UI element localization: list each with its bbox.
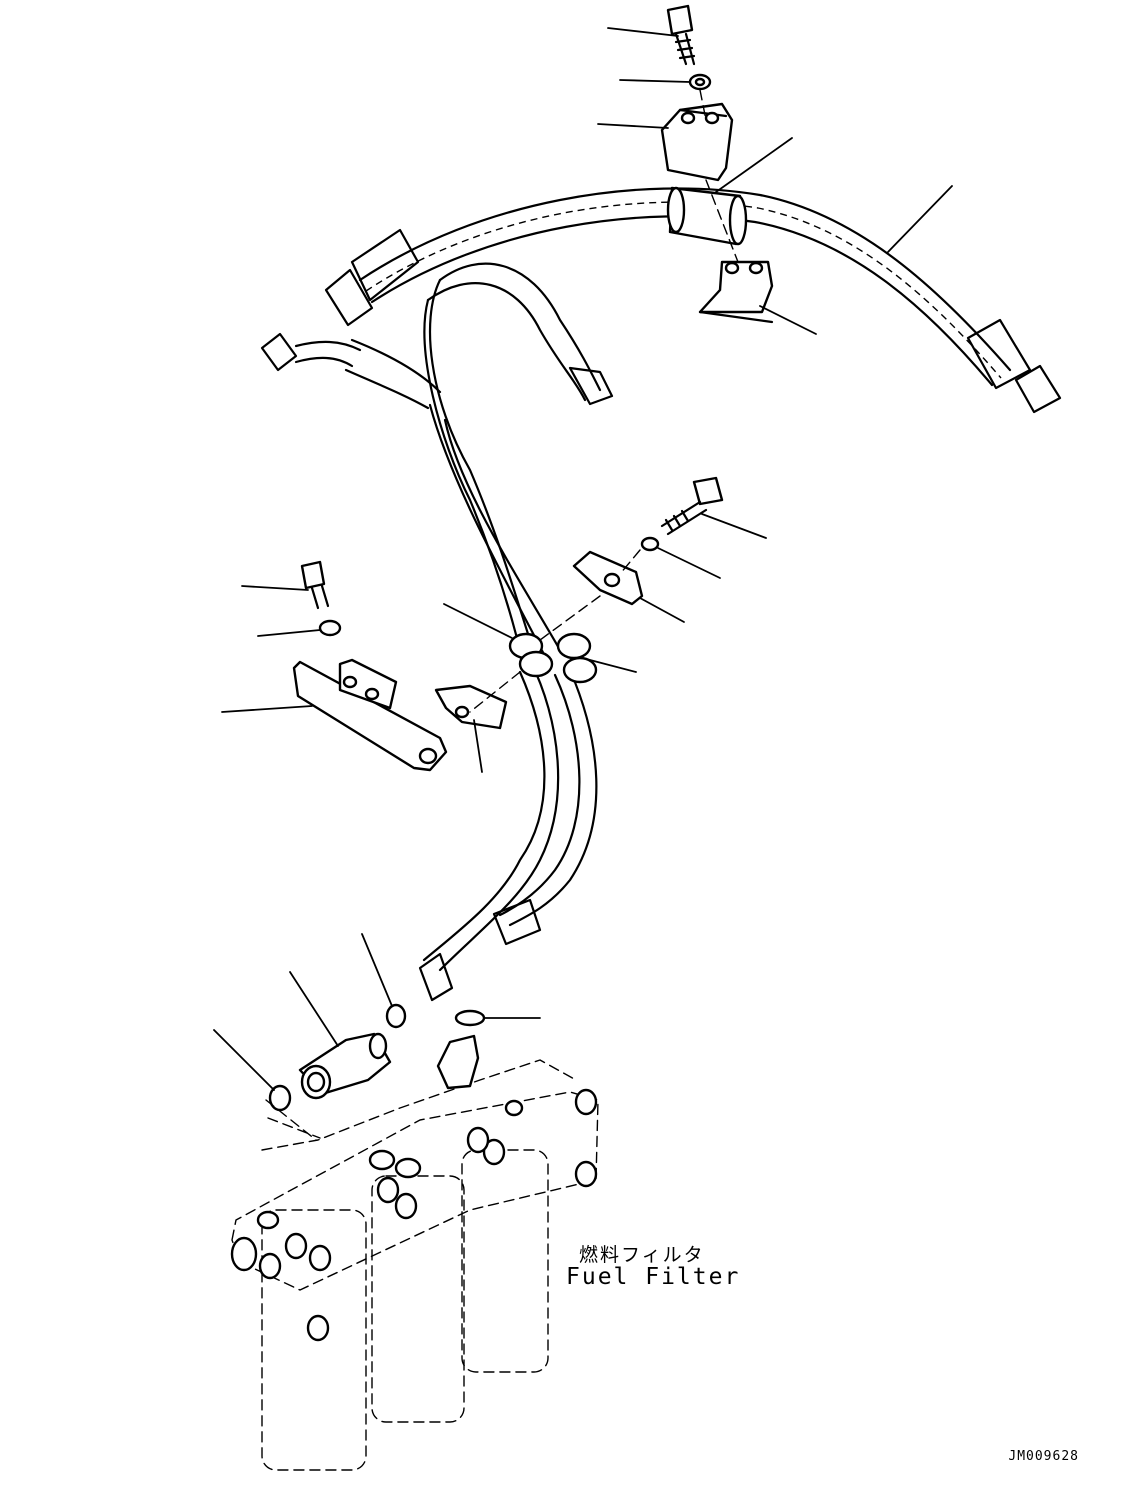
upper-bolt — [666, 4, 696, 66]
o-ring-2 — [385, 1003, 407, 1029]
upper-hose-clamp-sleeve — [666, 186, 748, 246]
fuel-filter-label-en: Fuel Filter — [566, 1264, 741, 1290]
fuel-filter-label-jp: 燃料フィルタ — [579, 1244, 705, 1266]
middle-assembly-centerline — [469, 549, 641, 713]
upper-fuel-hose — [324, 187, 1062, 414]
o-ring-3 — [454, 1009, 486, 1027]
connector-fitting — [298, 1032, 392, 1100]
upper-clamp-half-bottom — [698, 260, 774, 324]
middle-hose-clamp-sleeves — [508, 632, 598, 684]
upper-clamp-half-top — [660, 102, 734, 182]
drawing-number: JM009628 — [1008, 1449, 1079, 1464]
middle-right-bolt — [660, 476, 724, 536]
upper-washer — [688, 73, 712, 91]
leader-lines — [213, 27, 953, 1091]
twin-fuel-hoses — [418, 262, 614, 1002]
middle-right-washer — [640, 536, 660, 552]
middle-clamp-bracket-right — [572, 550, 644, 606]
upper-assembly-centerline — [699, 89, 739, 263]
o-ring-1 — [268, 1084, 292, 1112]
fuel-filter-assembly — [230, 1034, 599, 1471]
left-mounting-bracket-plate — [292, 658, 448, 772]
left-bolt — [300, 560, 330, 610]
short-fuel-hose — [260, 332, 442, 410]
left-washer — [318, 619, 342, 637]
